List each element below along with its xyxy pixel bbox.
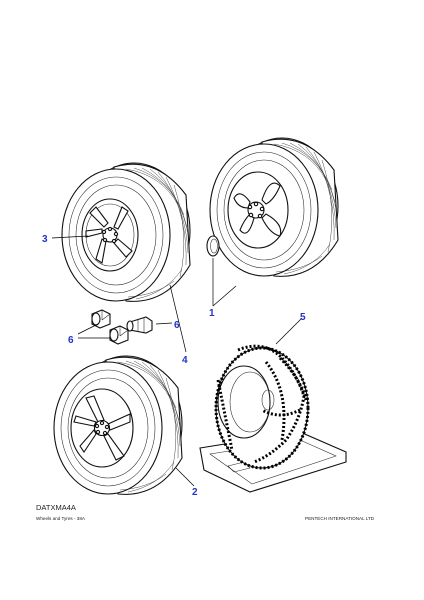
snow-chain-kit (199, 344, 347, 493)
wheel-1 (209, 137, 339, 277)
leader-lines (51, 235, 303, 487)
centre-cap (206, 235, 220, 257)
wheel-2 (53, 355, 183, 495)
diagram-code: DATXMA4A (36, 503, 76, 512)
callout-6-left: 6 (68, 335, 74, 346)
callout-2: 2 (192, 487, 198, 498)
wheel-3 (61, 162, 191, 302)
footer-section-title: Wheels and Tyres - 38A (36, 516, 85, 521)
callout-6-right: 6 (174, 320, 180, 331)
callout-4: 4 (182, 355, 188, 366)
callout-1: 1 (209, 308, 215, 319)
callout-3: 3 (42, 234, 48, 245)
callout-5: 5 (300, 312, 306, 323)
wheel-nuts (91, 309, 153, 345)
footer-publisher: PENTECH INTERNATIONAL LTD (305, 516, 375, 521)
